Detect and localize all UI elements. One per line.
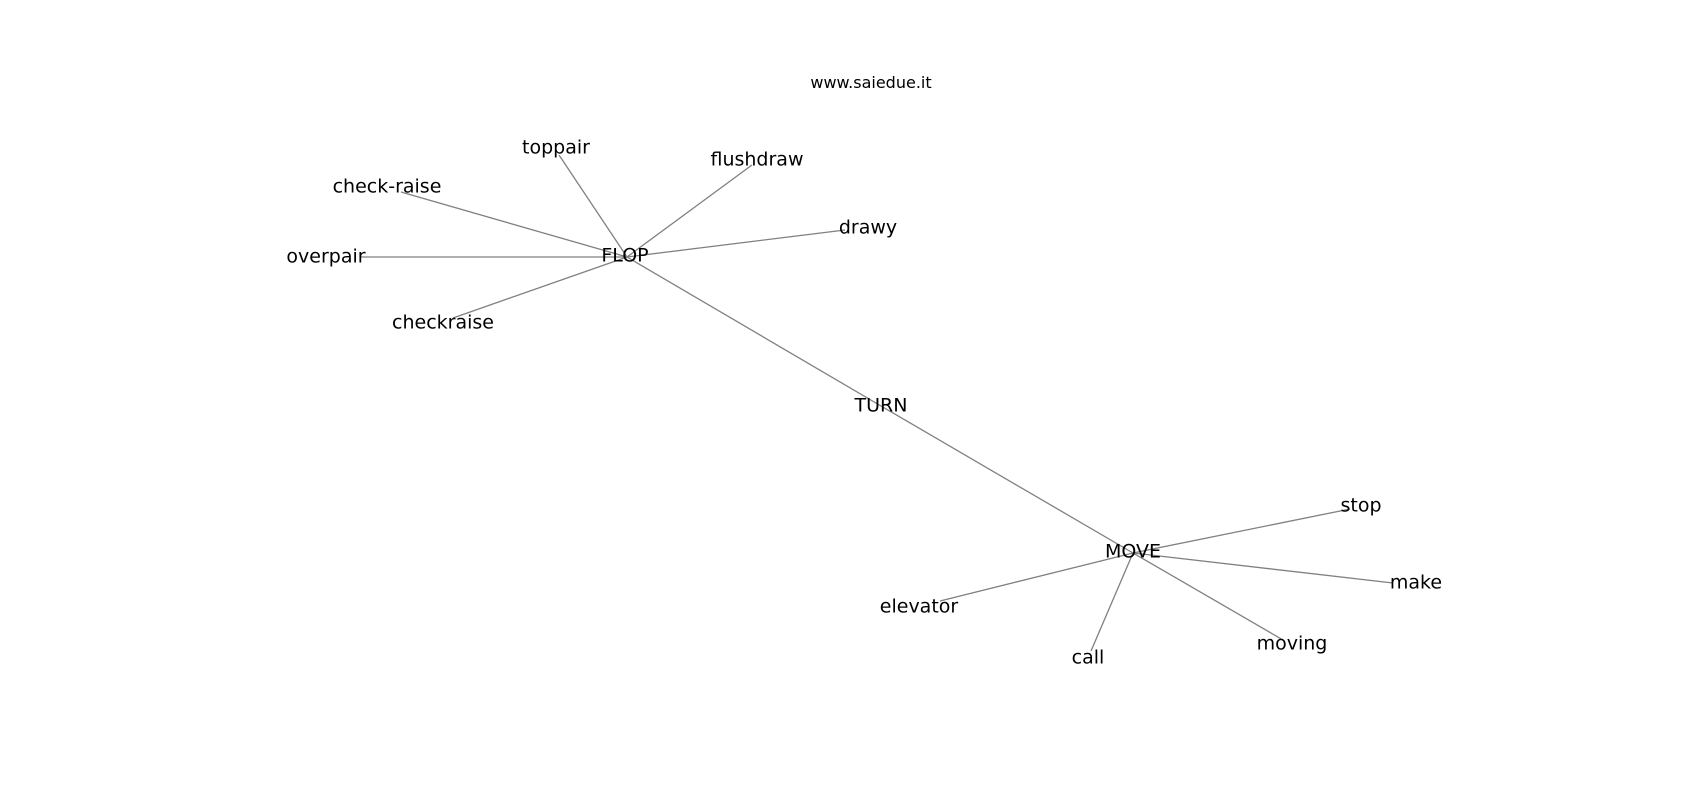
nodes-layer: FLOP TURN MOVE toppair flushdraw check-raise d… (286, 137, 1442, 669)
edge-flop-drawy (626, 229, 846, 258)
edge-flop-turn (626, 256, 882, 407)
edge-move-stop (1132, 508, 1351, 554)
node-flushdraw: flushdraw (710, 149, 803, 171)
edge-flop-checkraise (452, 256, 628, 319)
node-elevator: elevator (880, 596, 959, 618)
node-flop: FLOP (601, 245, 648, 267)
node-check-raise: check-raise (333, 176, 442, 198)
edge-move-make (1132, 552, 1394, 584)
edge-move-elevator (939, 552, 1134, 602)
node-moving: moving (1257, 633, 1328, 655)
edge-move-moving (1132, 552, 1284, 641)
edge-move-call (1090, 552, 1134, 652)
edges-layer (360, 154, 1394, 652)
node-move: MOVE (1105, 541, 1161, 563)
node-overpair: overpair (286, 246, 365, 268)
node-turn: TURN (854, 395, 908, 417)
edge-flop-flushdraw (626, 164, 753, 258)
edge-flop-check-raise (400, 191, 628, 258)
edge-flop-toppair (558, 154, 628, 258)
node-call: call (1072, 647, 1105, 669)
node-make: make (1390, 572, 1442, 594)
node-checkraise: checkraise (392, 312, 494, 334)
edge-turn-move (880, 405, 1134, 554)
graph-title: www.saiedue.it (810, 73, 931, 92)
node-drawy: drawy (839, 217, 897, 239)
node-toppair: toppair (522, 137, 590, 159)
node-stop: stop (1340, 495, 1381, 517)
